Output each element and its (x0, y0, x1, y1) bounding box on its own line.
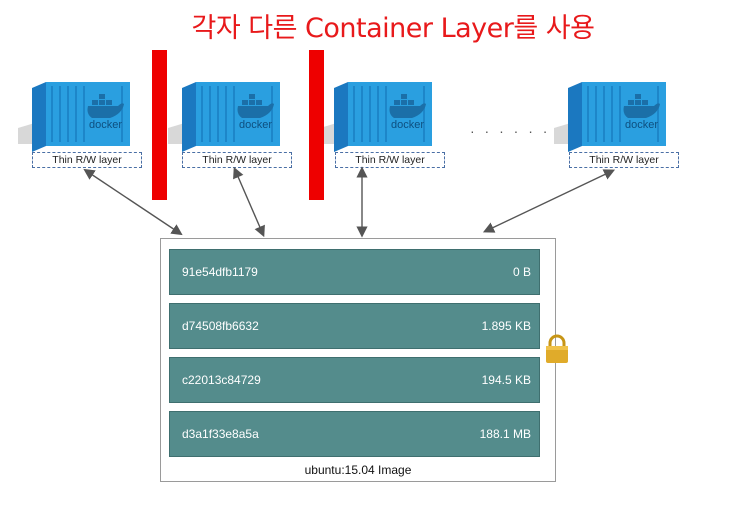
layer-size: 194.5 KB (481, 373, 531, 387)
layer-id: d74508fb6632 (182, 319, 259, 333)
layer-id: c22013c84729 (182, 373, 261, 387)
page-title: 각자 다른 Container Layer를 사용 (191, 13, 595, 44)
docker-logo: docker (625, 119, 658, 131)
docker-container-icon: docker (18, 82, 140, 152)
arrow (83, 168, 183, 236)
arrow (233, 166, 265, 238)
red-divider (309, 50, 324, 200)
docker-logo: docker (239, 119, 272, 131)
docker-container-icon: docker (320, 82, 442, 152)
layer-size: 1.895 KB (481, 319, 531, 333)
red-divider (152, 50, 167, 200)
thin-rw-layer-4: Thin R/W layer (569, 152, 679, 168)
docker-container-icon: docker (554, 82, 676, 152)
docker-container-icon: docker (168, 82, 290, 152)
layer-id: 91e54dfb1179 (182, 265, 258, 279)
layer-size: 0 B (512, 265, 531, 279)
thin-rw-layer-1: Thin R/W layer (32, 152, 142, 168)
image-layer: d74508fb6632 1.895 KB (169, 303, 540, 349)
thin-rw-layer-3: Thin R/W layer (335, 152, 445, 168)
layer-size: 188.1 MB (479, 427, 531, 441)
layer-id: d3a1f33e8a5a (182, 427, 259, 441)
image-label: ubuntu:15.04 Image (304, 463, 412, 477)
image-layer: d3a1f33e8a5a 188.1 MB (169, 411, 540, 457)
image-layer: 91e54dfb1179 0 B (169, 249, 540, 295)
image-stack: 91e54dfb1179 0 B d74508fb6632 1.895 KB c… (160, 238, 556, 482)
lock-icon (544, 334, 570, 369)
image-layer: c22013c84729 194.5 KB (169, 357, 540, 403)
ellipsis: · · · · · · (470, 123, 551, 139)
thin-rw-layer-2: Thin R/W layer (182, 152, 292, 168)
docker-logo: docker (391, 119, 424, 131)
docker-logo: docker (89, 119, 122, 131)
arrow (482, 169, 616, 233)
